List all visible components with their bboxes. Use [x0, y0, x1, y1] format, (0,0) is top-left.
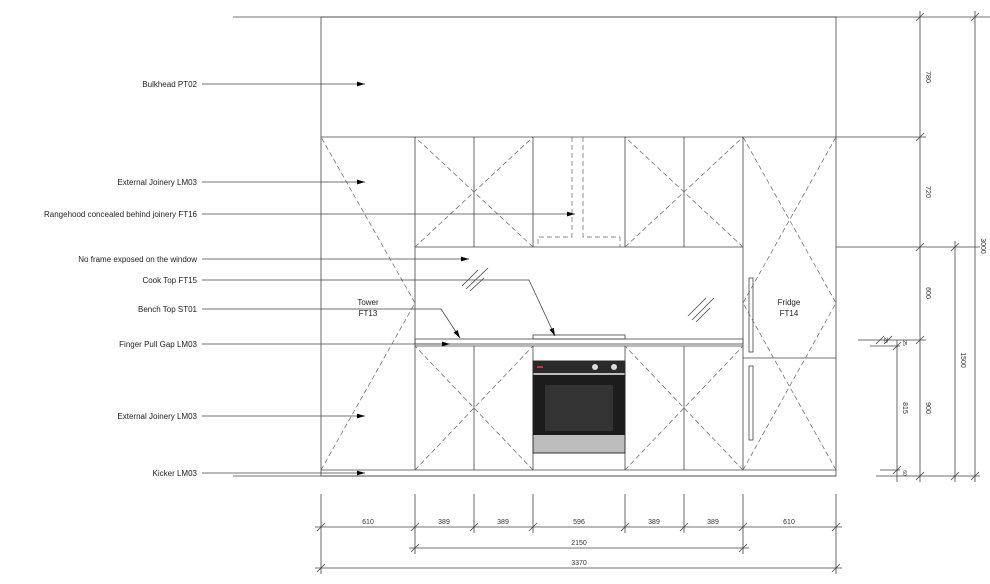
- label-external-joinery-lower: External Joinery LM03: [117, 412, 197, 421]
- dim-base-cabinet: 815: [901, 402, 908, 414]
- dim-width-4: 596: [573, 519, 585, 526]
- oven: [532, 360, 626, 454]
- width-dimensions: [315, 494, 842, 574]
- dim-bench-height: 1500: [959, 352, 966, 368]
- dim-overall-height: 3000: [979, 238, 986, 254]
- dim-width-6: 389: [707, 519, 719, 526]
- dim-width-7: 610: [783, 519, 795, 526]
- label-kicker: Kicker LM03: [153, 469, 198, 478]
- label-bulkhead: Bulkhead PT02: [142, 80, 197, 89]
- dim-width-2: 389: [438, 519, 450, 526]
- annotation-leaders: [202, 81, 575, 476]
- tower-name: Tower: [357, 298, 379, 307]
- label-rangehood: Rangehood concealed behind joinery FT16: [44, 210, 198, 219]
- fridge-handle-lower: [748, 365, 754, 441]
- label-bench-top: Bench Top ST01: [138, 305, 198, 314]
- label-external-joinery-upper: External Joinery LM03: [117, 178, 197, 187]
- dim-bench-run: 2150: [571, 540, 587, 547]
- dim-width-3: 389: [497, 519, 509, 526]
- label-no-frame: No frame exposed on the window: [78, 255, 197, 264]
- label-finger-pull: Finger Pull Gap LM03: [119, 340, 197, 349]
- dim-height-upper: 720: [924, 186, 931, 198]
- dim-height-bulkhead: 780: [924, 71, 931, 83]
- height-dimensions: [836, 11, 980, 482]
- dim-overall-width: 3370: [571, 560, 587, 567]
- dim-width-1: 610: [362, 519, 374, 526]
- fridge-code: FT14: [780, 309, 799, 318]
- dim-height-base: 900: [924, 402, 931, 414]
- dim-small-2: 25: [901, 340, 907, 346]
- dim-width-5: 389: [648, 519, 660, 526]
- elevation-frame: [233, 16, 990, 477]
- label-cook-top: Cook Top FT15: [142, 276, 197, 285]
- bench-top: [414, 338, 744, 345]
- dim-small-3: 60: [901, 470, 907, 476]
- fridge-handle-upper: [748, 277, 754, 353]
- dim-small-1: 20: [882, 337, 888, 343]
- fridge-name: Fridge: [778, 298, 801, 307]
- cook-top: [532, 334, 626, 340]
- dim-height-splash: 600: [924, 287, 931, 299]
- tower-code: FT13: [359, 309, 378, 318]
